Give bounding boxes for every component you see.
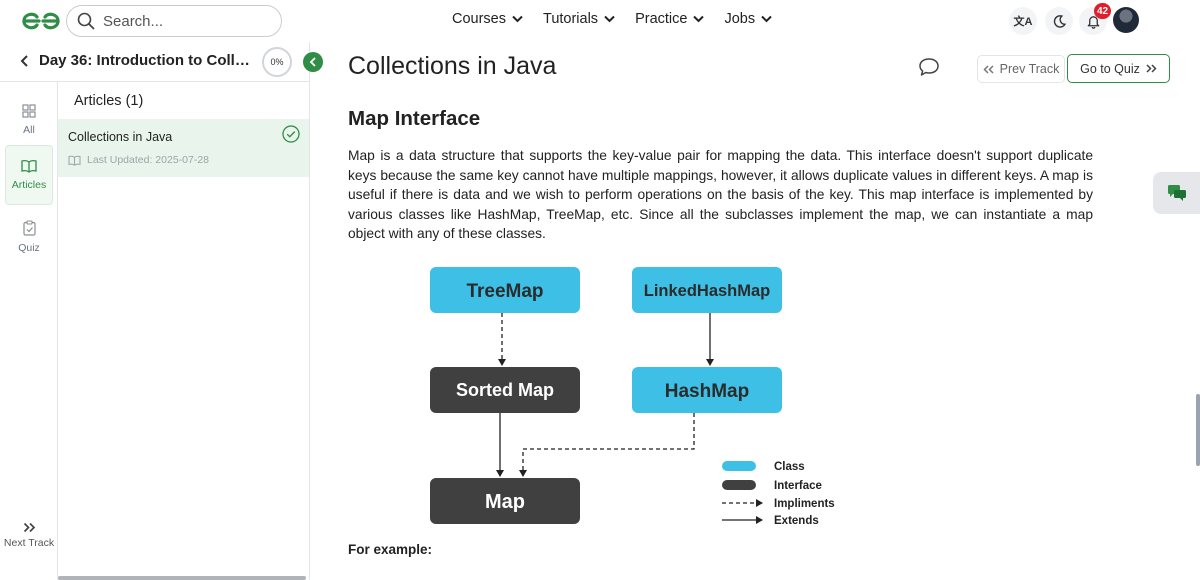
chevron-down-icon	[512, 15, 523, 23]
track-title: Day 36: Introduction to Collections in J…	[39, 52, 255, 69]
chevron-left-icon	[309, 57, 316, 67]
articles-panel: Articles (1) Collections in Java Last Up…	[58, 82, 310, 580]
nav-practice[interactable]: Practice	[635, 11, 705, 27]
chevron-down-icon	[693, 15, 705, 23]
top-navbar: Courses Tutorials Practice Jobs 文A 42	[0, 0, 1200, 42]
user-avatar[interactable]	[1113, 7, 1139, 33]
edge-hashmap-map	[519, 413, 695, 477]
search-input[interactable]	[103, 12, 263, 30]
legend-interface-swatch	[722, 480, 756, 490]
rail-label-all: All	[23, 124, 35, 136]
main-nav: Courses Tutorials Practice Jobs	[452, 11, 772, 27]
grid-icon	[22, 104, 36, 118]
chat-button[interactable]	[1153, 172, 1200, 214]
prev-track-label: Prev Track	[999, 62, 1060, 76]
rail-item-all[interactable]: All	[5, 90, 53, 150]
chevron-down-icon	[604, 15, 615, 23]
double-chevron-left-icon	[983, 64, 994, 74]
article-list-item[interactable]: Collections in Java Last Updated: 2025-0…	[58, 119, 309, 177]
left-rail: All Articles Quiz Next Track	[0, 82, 58, 580]
rail-item-quiz[interactable]: Quiz	[5, 207, 53, 267]
comment-icon[interactable]	[918, 57, 940, 77]
nav-jobs[interactable]: Jobs	[724, 11, 772, 27]
legend-extends-label: Extends	[774, 515, 819, 527]
node-map	[430, 478, 580, 524]
back-chevron-icon[interactable]	[20, 54, 29, 68]
book-icon	[21, 160, 37, 173]
translate-button[interactable]: 文A	[1009, 7, 1037, 35]
chevron-down-icon	[761, 15, 772, 23]
rail-item-articles[interactable]: Articles	[5, 145, 53, 205]
legend-interface-label: Interface	[774, 480, 822, 492]
map-hierarchy-diagram: TreeMap LinkedHashMap Sorted Map HashMap…	[430, 267, 835, 527]
track-progress-indicator: 0%	[262, 47, 292, 77]
double-chevron-right-icon	[1146, 64, 1157, 73]
node-hashmap	[632, 367, 782, 413]
nav-courses[interactable]: Courses	[452, 11, 523, 27]
node-linkedhashmap-label: LinkedHashMap	[644, 282, 771, 300]
node-map-label: Map	[485, 491, 525, 513]
rail-label-quiz: Quiz	[18, 242, 40, 254]
track-header: Day 36: Introduction to Collections in J…	[0, 42, 310, 82]
dark-mode-toggle[interactable]	[1045, 7, 1073, 35]
page-scrollbar[interactable]	[1196, 394, 1200, 466]
check-circle-icon	[282, 125, 300, 143]
go-to-quiz-label: Go to Quiz	[1080, 61, 1140, 76]
double-chevron-right-icon	[23, 522, 35, 533]
articles-heading: Articles (1)	[74, 93, 144, 109]
notification-count-badge: 42	[1094, 3, 1112, 19]
node-treemap-label: TreeMap	[466, 281, 543, 302]
section-paragraph: Map is a data structure that supports th…	[348, 148, 1093, 242]
nav-tutorials[interactable]: Tutorials	[543, 11, 615, 27]
rail-label-articles: Articles	[11, 179, 47, 191]
search-icon	[77, 12, 95, 30]
nav-practice-label: Practice	[635, 11, 688, 27]
prev-track-button[interactable]: Prev Track	[977, 55, 1065, 83]
sidebar-scrollbar[interactable]	[58, 576, 306, 580]
article-meta: Last Updated: 2025-07-28	[68, 154, 209, 166]
node-linkedhashmap	[632, 267, 782, 313]
search-box[interactable]	[66, 5, 282, 37]
chat-bubbles-icon	[1167, 185, 1186, 201]
next-track-button[interactable]: Next Track	[0, 522, 58, 549]
translate-icon: 文A	[1013, 16, 1033, 28]
node-sortedmap-label: Sorted Map	[456, 380, 554, 400]
legend-implements-label: Impliments	[774, 498, 835, 510]
nav-courses-label: Courses	[452, 11, 506, 27]
node-sortedmap	[430, 367, 580, 413]
collapse-sidebar-button[interactable]	[303, 52, 323, 72]
book-icon	[68, 155, 81, 166]
moon-icon	[1053, 14, 1066, 28]
article-last-updated: Last Updated: 2025-07-28	[87, 154, 210, 166]
page-title: Collections in Java	[348, 52, 557, 80]
node-hashmap-label: HashMap	[665, 381, 749, 402]
article-title: Collections in Java	[68, 130, 173, 144]
clipboard-check-icon	[22, 220, 36, 236]
legend-class-label: Class	[774, 461, 805, 473]
for-example-label: For example:	[348, 542, 433, 557]
section-heading: Map Interface	[348, 107, 481, 130]
bell-icon	[1087, 15, 1099, 29]
nav-jobs-label: Jobs	[724, 11, 756, 27]
legend-class-swatch	[722, 461, 756, 471]
go-to-quiz-button[interactable]: Go to Quiz	[1067, 54, 1170, 83]
node-treemap	[430, 267, 580, 313]
next-track-label: Next Track	[3, 537, 55, 549]
nav-tutorials-label: Tutorials	[543, 11, 599, 27]
gfg-logo-icon[interactable]	[20, 8, 62, 34]
